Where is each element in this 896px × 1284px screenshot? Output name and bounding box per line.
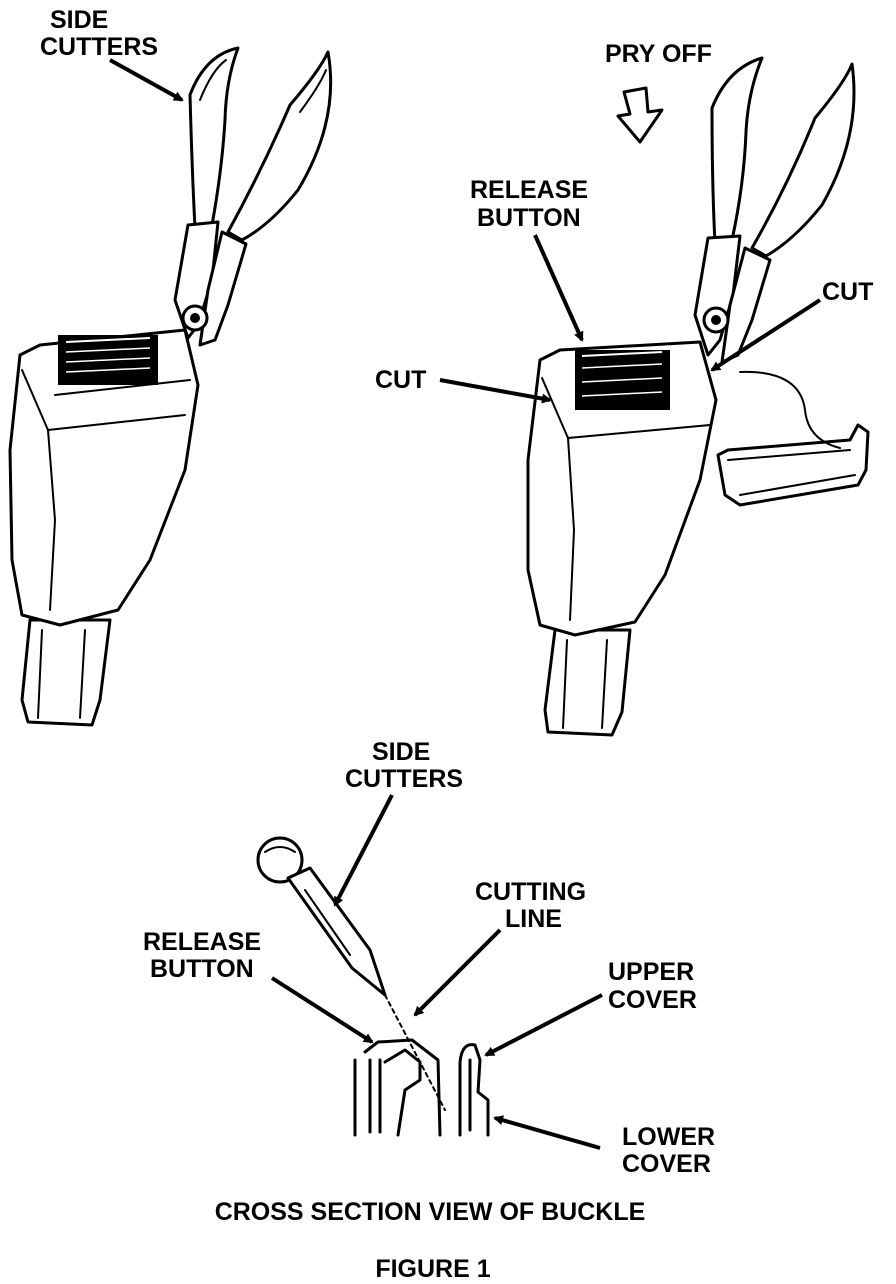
belt-webbing-left (20, 618, 112, 727)
label-cutting-line-2: LINE (505, 905, 562, 933)
buckle-cover-icon (716, 370, 870, 507)
side-cutters-icon (173, 46, 333, 347)
buckle-cross-section (353, 994, 490, 1137)
arrow-release-button-bottom (270, 976, 374, 1044)
label-upper-cover-2: COVER (608, 986, 697, 1014)
side-cutters-icon (693, 56, 856, 364)
side-cutters-icon (256, 836, 387, 997)
seat-belt-buckle-icon (526, 340, 718, 637)
label-release-button-top-2: BUTTON (477, 204, 581, 232)
caption-cross-section: CROSS SECTION VIEW OF BUCKLE (215, 1198, 646, 1226)
label-side-cutters-bottom-2: CUTTERS (345, 765, 463, 793)
callout-arrows (109, 58, 822, 1150)
label-upper-cover-1: UPPER (608, 958, 694, 986)
label-cut-right: CUT (822, 278, 873, 306)
label-cut-left: CUT (375, 366, 426, 394)
seat-belt-buckle-icon (8, 328, 200, 627)
label-release-button-bottom-2: BUTTON (150, 955, 254, 983)
arrow-cutting-line (413, 928, 502, 1017)
left-buckle-illustration (8, 46, 333, 727)
cross-section-illustration (256, 836, 490, 1137)
label-cutting-line-1: CUTTING (475, 878, 586, 906)
arrow-side-cutters-top (109, 58, 184, 102)
label-release-button-bottom-1: RELEASE (143, 928, 261, 956)
arrow-release-button-top (533, 234, 584, 342)
arrow-cut-left (439, 378, 552, 404)
arrow-side-cutters-bottom (333, 794, 394, 907)
label-side-cutters-top-1: SIDE (50, 6, 108, 34)
label-pry-off: PRY OFF (605, 40, 712, 68)
label-lower-cover-2: COVER (622, 1150, 711, 1178)
label-lower-cover-1: LOWER (622, 1123, 715, 1151)
belt-webbing-right (543, 628, 632, 737)
hollow-down-arrow-icon (616, 86, 664, 144)
right-buckle-illustration (526, 56, 870, 737)
caption-figure: FIGURE 1 (375, 1255, 490, 1283)
label-release-button-top-1: RELEASE (470, 176, 588, 204)
arrow-upper-cover (484, 993, 603, 1057)
label-side-cutters-bottom-1: SIDE (372, 738, 430, 766)
arrow-cut-right (710, 298, 822, 372)
arrow-lower-cover (493, 1115, 601, 1150)
label-side-cutters-top-2: CUTTERS (40, 33, 158, 61)
